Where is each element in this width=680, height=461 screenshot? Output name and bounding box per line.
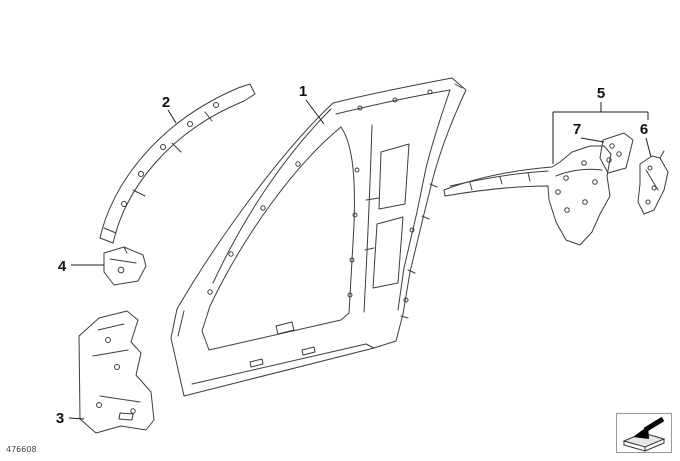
callout-7[interactable]: 7 [573, 121, 581, 138]
callout-2[interactable]: 2 [162, 94, 170, 111]
selected-part-arrow-icon [616, 413, 672, 453]
leader-lines [68, 99, 652, 420]
callout-3[interactable]: 3 [56, 410, 64, 427]
callout-1[interactable]: 1 [299, 83, 307, 100]
part-1-side-frame-drawing [170, 77, 467, 397]
callout-5[interactable]: 5 [597, 85, 605, 102]
part-5-rear-rail-assembly-drawing [443, 145, 612, 246]
callout-6[interactable]: 6 [640, 121, 648, 138]
part-3-lower-pillar-drawing [78, 310, 155, 434]
part-2-a-pillar-rail-drawing [99, 83, 256, 244]
part-7-plate-drawing [599, 132, 634, 174]
part-6-bracket-drawing [637, 150, 669, 215]
diagram-code: 476608 [6, 445, 37, 454]
callout-4[interactable]: 4 [58, 258, 67, 275]
part-4-bracket-drawing [103, 246, 147, 286]
